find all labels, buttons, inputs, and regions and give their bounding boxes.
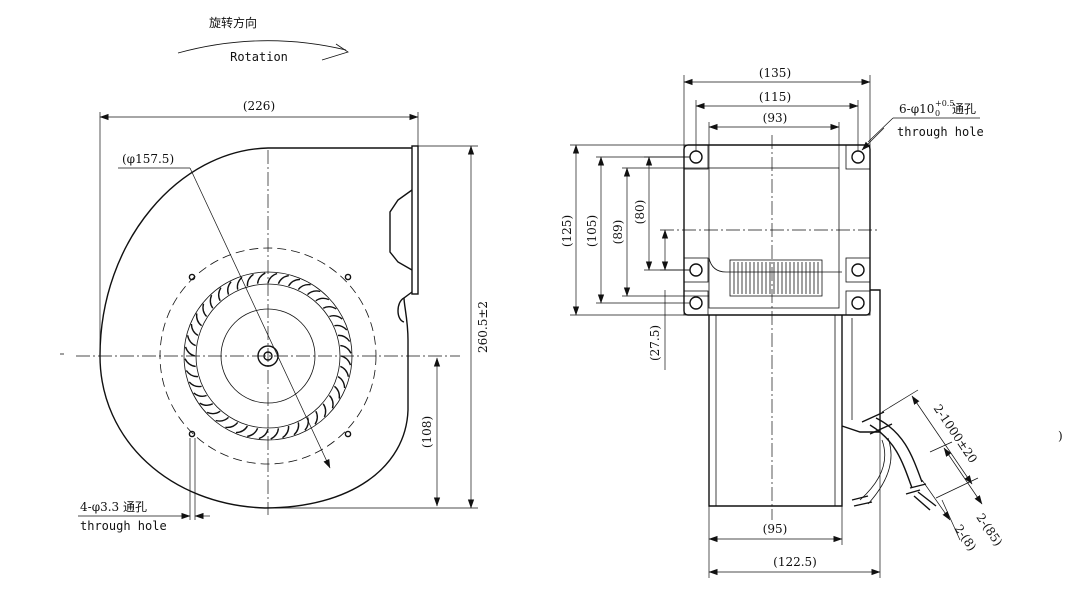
impeller-blade xyxy=(186,335,196,347)
dim-95: (95) xyxy=(763,522,788,536)
impeller-blade xyxy=(227,281,232,295)
side-flange-holes xyxy=(683,144,871,316)
side-impeller xyxy=(729,259,823,297)
holes-note-front-en: through hole xyxy=(80,519,167,533)
edge-mark: ) xyxy=(1058,429,1063,443)
volute-lip xyxy=(397,297,405,323)
impeller-blade xyxy=(270,428,280,440)
front-view: (226) (φ157.5) 260.5±2 (108) 4-φ3.3 通孔 t… xyxy=(60,99,490,533)
holes-note-side-en: through hole xyxy=(897,125,984,139)
impeller-blade xyxy=(293,422,300,436)
impeller-blade xyxy=(206,410,221,415)
dim-diameter-157-5: (φ157.5) xyxy=(122,152,174,166)
impeller-blade xyxy=(277,274,289,284)
dim-115: (115) xyxy=(759,90,791,104)
impeller-blade xyxy=(215,416,229,422)
impeller-blade xyxy=(337,334,351,342)
rotation-label-en: Rotation xyxy=(230,50,288,64)
impeller-blade xyxy=(184,358,196,368)
side-view: (135) (115) (93) 6-φ10 +0.5 0 通孔 through… xyxy=(560,66,1005,578)
dim-108: (108) xyxy=(420,416,434,448)
dim-height-260-5: 260.5±2 xyxy=(476,301,490,353)
impeller-blade xyxy=(329,315,343,320)
impeller-blade xyxy=(314,410,319,425)
impeller-blade xyxy=(193,392,207,397)
impeller-blade xyxy=(340,355,352,366)
dim-89: (89) xyxy=(611,220,625,245)
impeller-blade xyxy=(209,294,214,309)
impeller-blade xyxy=(333,385,341,399)
impeller-blade xyxy=(307,290,321,296)
impeller-blade xyxy=(340,344,352,354)
lead-8-dim: 2-(8) xyxy=(951,522,979,554)
holes-tol-upper: +0.5 xyxy=(935,99,954,108)
side-outlet-opening xyxy=(708,167,840,309)
impeller-blade xyxy=(287,278,301,287)
dim-105: (105) xyxy=(585,215,599,247)
side-motor-body xyxy=(708,315,843,507)
impeller-blade xyxy=(190,323,199,337)
impeller-blade xyxy=(202,303,208,317)
holes-note-front: 4-φ3.3 通孔 xyxy=(80,500,147,514)
lead-wires xyxy=(851,411,937,511)
rotation-label-cn: 旋转方向 xyxy=(209,15,257,30)
impeller-blade xyxy=(188,381,202,388)
impeller-blade xyxy=(267,272,278,284)
holes-tol-lower: 0 xyxy=(935,109,940,118)
impeller-blade xyxy=(199,402,214,407)
dim-135: (135) xyxy=(759,66,791,80)
outlet-nozzle xyxy=(389,189,413,271)
holes-note-side-suffix: 通孔 xyxy=(952,102,976,116)
side-impeller-blades xyxy=(733,262,819,294)
impeller-blade xyxy=(334,324,348,331)
impeller-blade xyxy=(195,313,203,327)
volute-housing xyxy=(99,147,413,509)
impeller-blade xyxy=(315,297,330,302)
dim-122-5: (122.5) xyxy=(773,555,817,569)
dim-27-5: (27.5) xyxy=(648,325,662,361)
impeller-blade xyxy=(185,370,199,378)
dim-93: (93) xyxy=(763,111,788,125)
impeller-blades xyxy=(184,272,352,440)
dim-125: (125) xyxy=(560,215,574,247)
impeller-blade xyxy=(225,421,239,429)
impeller-blade xyxy=(256,272,266,284)
impeller-blade xyxy=(217,287,222,302)
impeller-blade xyxy=(337,375,346,389)
dim-226: (226) xyxy=(243,99,275,113)
dim-80: (80) xyxy=(633,200,647,225)
mounting-holes xyxy=(188,273,352,438)
impeller-blade xyxy=(340,365,350,377)
impeller-blade xyxy=(247,428,259,438)
impeller-blade xyxy=(322,403,327,418)
impeller-blade xyxy=(184,346,196,357)
impeller-blade xyxy=(328,395,334,409)
holes-note-side: 6-φ10 xyxy=(899,102,934,116)
impeller-blade xyxy=(304,417,309,431)
outlet-flange xyxy=(411,145,419,295)
rotation-indicator: 旋转方向 Rotation xyxy=(177,15,349,64)
impeller-blade xyxy=(235,425,249,434)
impeller-blade xyxy=(322,305,337,310)
impeller-blade xyxy=(236,276,243,290)
impeller-blade xyxy=(297,283,311,291)
impeller-blade xyxy=(258,428,269,440)
impeller-blade xyxy=(282,425,290,439)
impeller-blade xyxy=(246,273,254,287)
